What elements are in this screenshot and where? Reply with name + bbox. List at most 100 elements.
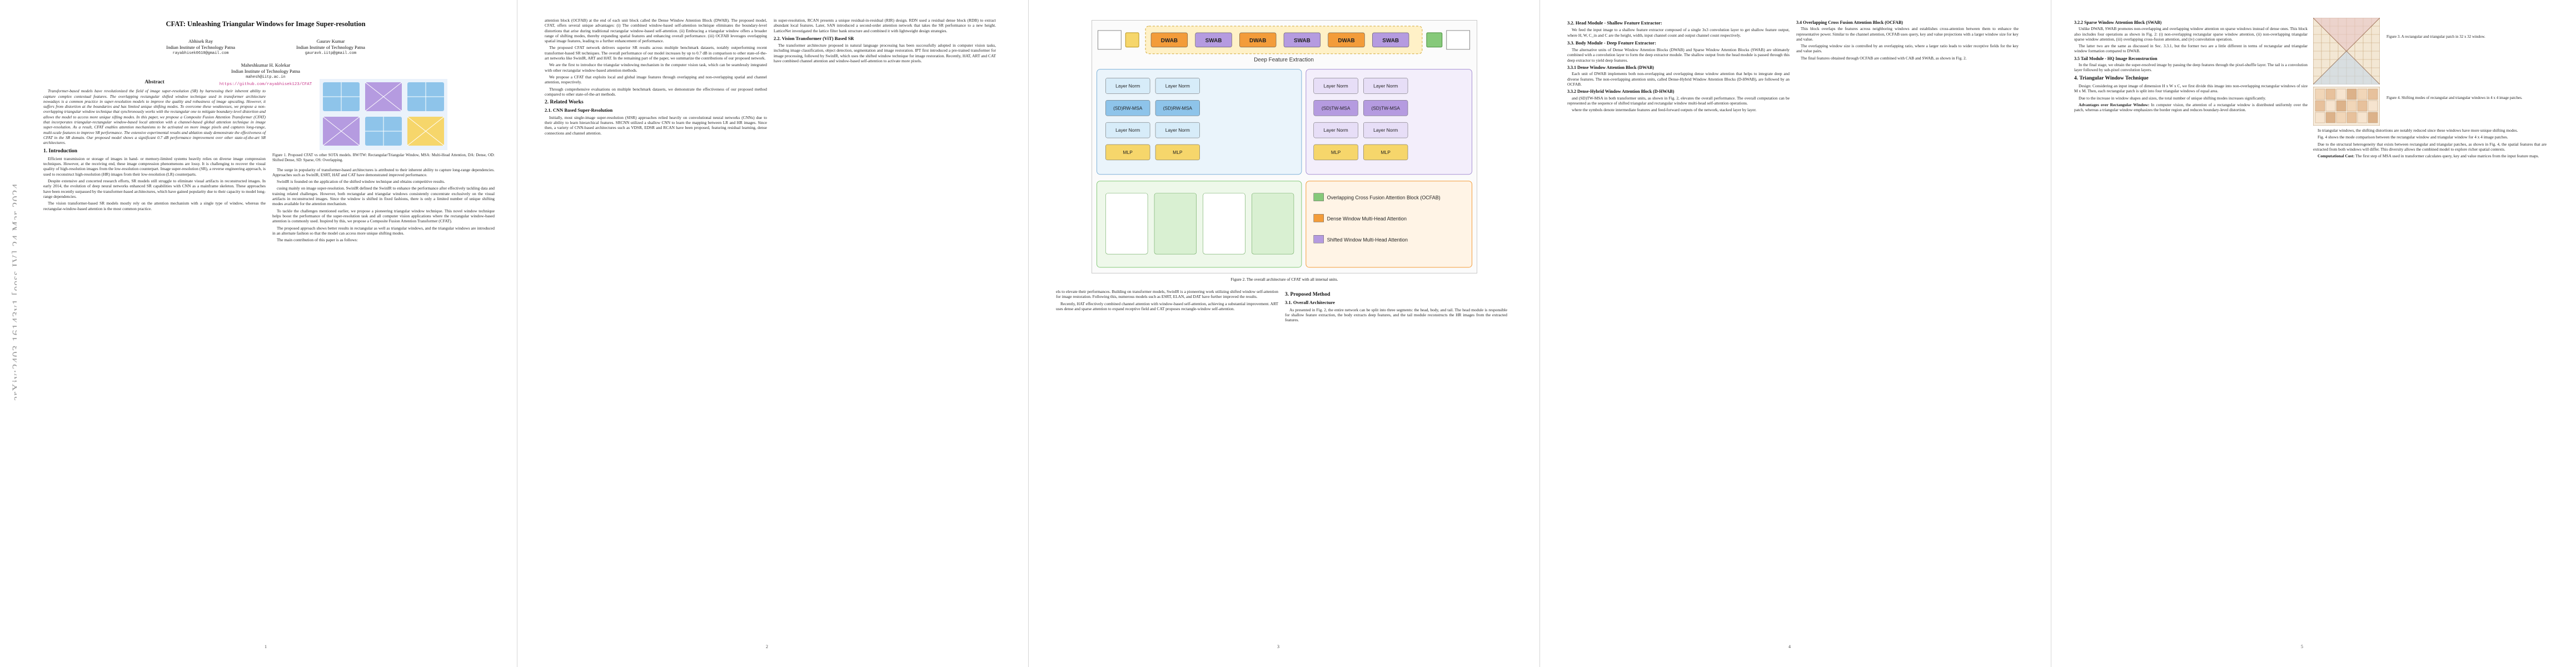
- paragraph: The alternative units of Dense Window At…: [1567, 47, 1790, 63]
- mode-cell: [2325, 100, 2336, 112]
- mode-cell: [2346, 112, 2357, 123]
- block-label: SWAB: [1294, 38, 1311, 44]
- mode-cell: [2315, 88, 2325, 100]
- page2-col2: in super-resolution, RCAN presents a uni…: [774, 18, 996, 65]
- layer-label: MLP: [1381, 150, 1391, 155]
- adv-heading: Advantages over Rectangular Window:: [2079, 102, 2150, 107]
- author-email[interactable]: mahesh@iitp.ac.in: [246, 75, 286, 79]
- paragraph: and (SD)TW-MSA in both transformer units…: [1567, 95, 1790, 106]
- figure-4-row: Figure 4. Shifting modes of rectangular …: [2313, 86, 2547, 126]
- legend-label: Dense Window Multi-Head Attention: [1327, 216, 1407, 221]
- paragraph: This block overlaps the features across …: [1796, 26, 2019, 42]
- subsection-heading: 2.1. CNN Based Super-Resolution: [545, 107, 613, 113]
- section-heading: 4. Triangular Window Technique: [2074, 75, 2149, 81]
- paper-title: CFAT: Unleashing Triangular Windows for …: [166, 20, 366, 28]
- mode-cell: [2315, 112, 2325, 123]
- paragraph: Each unit of DWAB implements both non-ov…: [1567, 71, 1790, 87]
- paragraph: The vision transformer-based SR models m…: [43, 201, 266, 211]
- paragraph: in super-resolution, RCAN presents a uni…: [774, 18, 996, 33]
- ocfab-unit: [1105, 193, 1148, 255]
- paragraph: We feed the input image to a shallow fea…: [1567, 27, 1790, 38]
- author-email[interactable]: gauravk.iitp@gmail.com: [305, 51, 357, 56]
- layer-box: [1105, 122, 1150, 138]
- figure-3-caption: Figure 3. A rectangular and triangular p…: [2386, 34, 2485, 39]
- paragraph: els to elevate their performances. Build…: [1056, 289, 1278, 300]
- layer-label: Layer Norm: [1373, 127, 1398, 133]
- paragraph: Due to the structural heterogeneity that…: [2313, 141, 2547, 152]
- mode-cell: [2336, 112, 2346, 123]
- title-block: CFAT: Unleashing Triangular Windows for …: [17, 20, 515, 88]
- page3-col1: els to elevate their performances. Build…: [1056, 289, 1278, 313]
- layer-box: [1313, 78, 1358, 94]
- paragraph: Despite extensive and concerted research…: [43, 178, 266, 199]
- legend-swatch: [1313, 235, 1324, 243]
- block-dwab: [1150, 32, 1188, 48]
- author-name: Maheshkumar H. Kolekar: [241, 62, 291, 68]
- paragraph: Recently, HAT effectively combined chann…: [1056, 301, 1278, 311]
- layer-label: (SD)TW-MSA: [1371, 105, 1400, 111]
- mode-cell: [2368, 100, 2378, 112]
- comp-text: The first step of MSA used in transforme…: [2355, 153, 2539, 159]
- subsubsection-heading: 3.3.2 Dense-Hybrid Window Attention Bloc…: [1567, 89, 1675, 94]
- abstract-heading: Abstract: [145, 79, 165, 85]
- adv-text: In computer vision, the attention of a r…: [2074, 102, 2308, 113]
- paragraph: Efficient transmission or storage of ima…: [43, 156, 266, 177]
- paragraph: The final features obtained through OCFA…: [1801, 55, 1967, 61]
- page-5: 3.2.2 Sparse Window Attention Block (SWA…: [2052, 0, 2552, 667]
- list-item: We propose a CFAT that exploits local an…: [545, 74, 767, 85]
- layer-box: [1105, 144, 1150, 161]
- block-dwab: [1239, 32, 1277, 48]
- mode-cell: [2325, 88, 2336, 100]
- subsubsection-heading: 3.4 Overlapping Cross Fusion Attention B…: [1796, 20, 1903, 25]
- layer-box: [1155, 100, 1200, 116]
- paragraph: The latter two are the same as discussed…: [2074, 43, 2308, 54]
- author-affiliation: Indian Institute of Technology Patna: [166, 44, 235, 50]
- author-affiliation: Indian Institute of Technology Patna: [296, 44, 365, 50]
- page2-col1: attention block (OCFAB) at the end of ea…: [545, 18, 767, 137]
- page-number: 2: [766, 644, 768, 649]
- page-separator: [1539, 0, 1540, 667]
- figure-4: [2313, 86, 2380, 126]
- page-number: 3: [1277, 644, 1279, 649]
- layer-box: [1313, 144, 1358, 161]
- layer-box: [1313, 100, 1358, 116]
- github-link[interactable]: https://github.com/rayabhisek123/CFAT: [219, 82, 312, 87]
- mode-cell: [2357, 100, 2368, 112]
- page1-col1: Abstract Transformer-based models have r…: [43, 79, 266, 213]
- figure-3: [2313, 17, 2380, 85]
- paragraph: The overlapping window size is controlle…: [1796, 43, 2019, 54]
- figure-1-illustration: [320, 79, 447, 150]
- layer-label: Layer Norm: [1324, 127, 1348, 133]
- block-label: DWAB: [1249, 38, 1266, 44]
- mode-cell: [2357, 88, 2368, 100]
- layer-box: [1105, 78, 1150, 94]
- figure-4-caption: Figure 4. Shifting modes of rectangular …: [2386, 96, 2523, 100]
- layer-box: [1105, 100, 1150, 116]
- mode-cell: [2368, 112, 2378, 123]
- block-dwab: [1328, 32, 1365, 48]
- block-swab: [1283, 32, 1321, 48]
- paragraph: where the symbols denote intermediate fe…: [1572, 107, 1757, 113]
- mode-cell: [2346, 100, 2357, 112]
- page-number: 5: [2301, 644, 2303, 649]
- paragraph: The main contribution of this paper is a…: [277, 237, 358, 243]
- mode-cell: [2336, 100, 2346, 112]
- paragraph: Design: Considering an input image of di…: [2074, 83, 2308, 94]
- layer-box: [1155, 122, 1200, 138]
- mode-cell: [2325, 112, 2336, 123]
- stage-label: Deep Feature Extraction: [1254, 57, 1314, 63]
- page4-col2: 3.4 Overlapping Cross Fusion Attention B…: [1796, 18, 2019, 62]
- author-email[interactable]: rayabhisek0610@gmail.com: [172, 51, 229, 56]
- paragraph: To tackle the challenges mentioned earli…: [272, 208, 495, 224]
- subsection-heading: 2.2. Vision Transformer (ViT) Based SR: [774, 35, 854, 41]
- page5-col1: 3.2.2 Sparse Window Attention Block (SWA…: [2074, 18, 2308, 114]
- page4-col1: 3.2. Head Module - Shallow Feature Extra…: [1567, 18, 1790, 114]
- paragraph: Unlike DWAB, SWAB promotes non-overlappi…: [2074, 26, 2308, 42]
- layer-label: Layer Norm: [1115, 83, 1140, 88]
- layer-label: (SD)RW-MSA: [1113, 105, 1143, 111]
- paragraph: SwinIR is founded on the application of …: [277, 179, 445, 185]
- subsection-heading: 3.1. Overall Architecture: [1285, 300, 1335, 306]
